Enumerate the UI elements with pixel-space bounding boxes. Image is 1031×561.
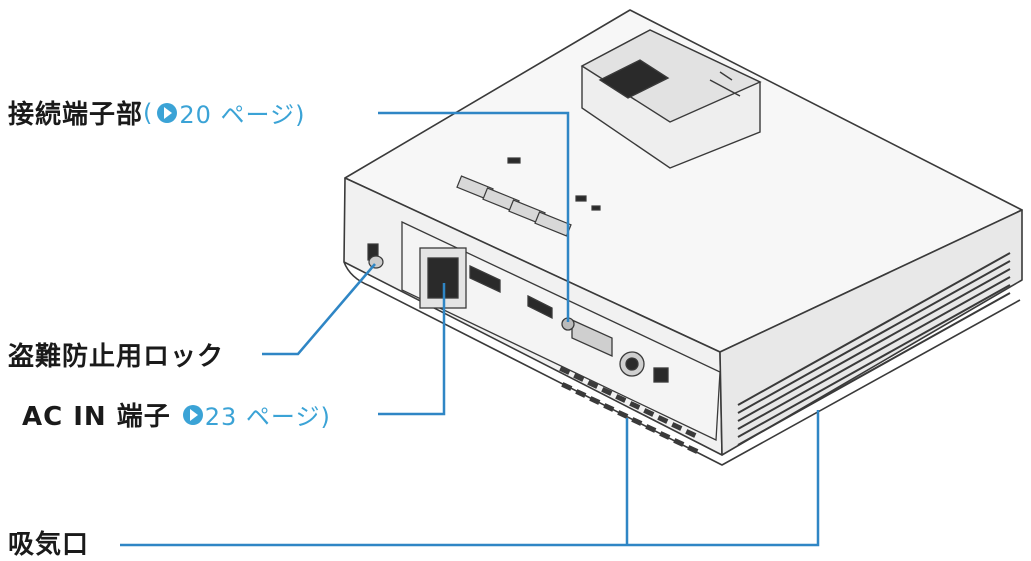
leader-line-air-intake bbox=[120, 410, 820, 547]
control-panel bbox=[456, 157, 601, 237]
reference-page-text: 20 ページ) bbox=[179, 101, 306, 129]
label-air-intake-text: 吸気口 bbox=[8, 530, 90, 560]
label-anti-theft-lock-text: 盗難防止用ロック bbox=[8, 342, 225, 372]
label-connection-terminals: 接続端子部 ( 20 ページ) bbox=[8, 94, 305, 131]
leader-lines bbox=[120, 111, 820, 547]
label-anti-theft-lock: 盗難防止用ロック bbox=[8, 336, 224, 373]
page-reference-connection-terminals[interactable]: ( 20 ページ) bbox=[143, 95, 305, 130]
leader-line-anti-theft-lock bbox=[262, 263, 376, 356]
label-ac-in: AC IN 端子 23 ページ) bbox=[22, 396, 331, 433]
reference-open-paren: ( bbox=[143, 98, 154, 127]
page-reference-ac-in[interactable]: 23 ページ) bbox=[179, 397, 331, 432]
lens-block bbox=[580, 29, 762, 169]
connector-panel bbox=[401, 220, 721, 442]
label-air-intake: 吸気口 bbox=[8, 524, 89, 561]
arrow-circle-right-icon bbox=[182, 404, 203, 425]
arrow-circle-right-icon bbox=[157, 102, 178, 123]
side-vents bbox=[737, 252, 1011, 446]
leader-line-ac-in bbox=[378, 283, 446, 416]
reference-page-text: 23 ページ) bbox=[204, 403, 331, 431]
label-connection-terminals-text: 接続端子部 bbox=[8, 100, 144, 130]
front-vents bbox=[559, 366, 699, 454]
label-ac-in-text: AC IN 端子 bbox=[22, 402, 171, 432]
leader-line-connection-terminals bbox=[378, 111, 570, 322]
lock-slot bbox=[367, 243, 384, 269]
